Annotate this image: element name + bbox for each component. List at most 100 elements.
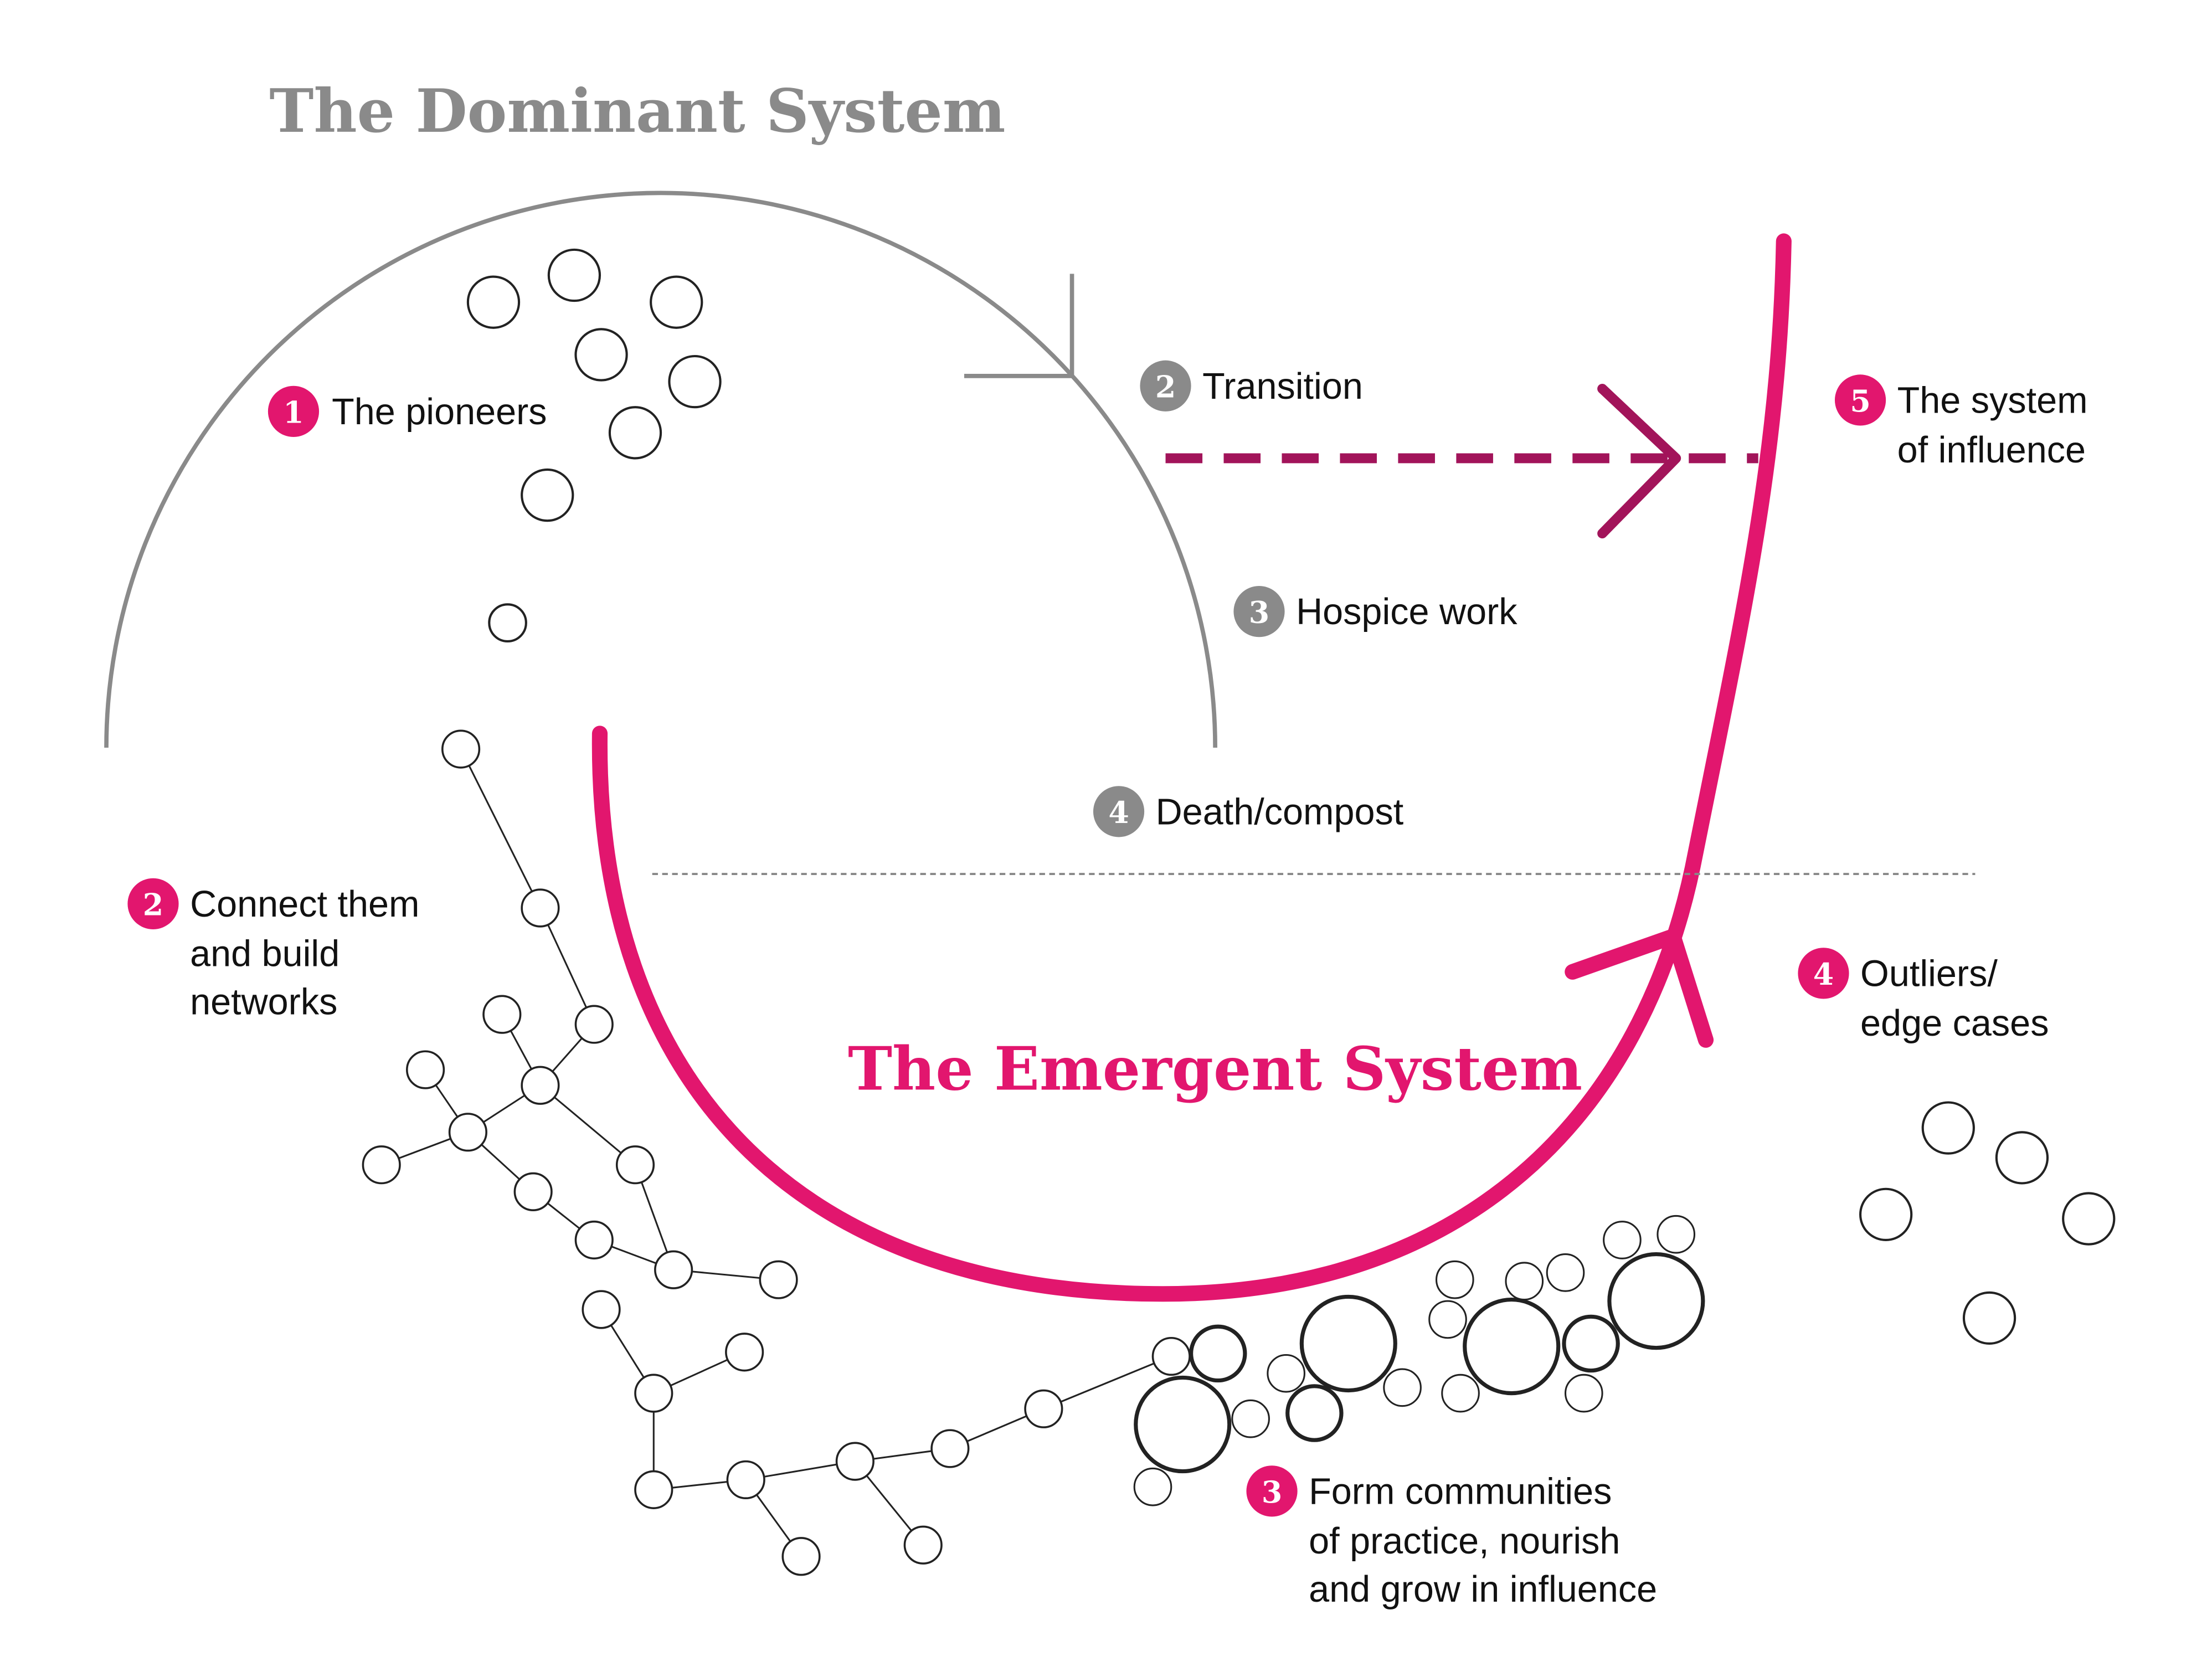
label-death: 4 Death/compost xyxy=(1093,786,1404,837)
network-node xyxy=(759,1260,798,1299)
community-node-large xyxy=(1607,1252,1705,1350)
label-outliers: 4 Outliers/ edge cases xyxy=(1798,948,2049,1044)
network-node xyxy=(634,1374,673,1413)
label-connect-line1: Connect them xyxy=(190,884,419,925)
network-node xyxy=(582,1290,621,1329)
label-communities: 3 Form communities of practice, nourish … xyxy=(1246,1465,1657,1610)
badge-influence xyxy=(1834,374,1886,426)
badge-transition xyxy=(1140,360,1191,411)
badge-pioneers xyxy=(268,385,320,438)
label-communities-line3: and grow in influence xyxy=(1309,1569,1657,1610)
community-node xyxy=(1133,1467,1172,1506)
community-node xyxy=(1441,1374,1480,1413)
emergent-arrowhead xyxy=(1565,928,1714,1048)
label-outliers-line2: edge cases xyxy=(1860,1003,2049,1044)
community-node xyxy=(1383,1368,1422,1407)
network-node xyxy=(1024,1389,1063,1428)
network-node xyxy=(930,1429,970,1468)
badge-hospice-number: 3 xyxy=(1249,595,1269,630)
network-node xyxy=(1151,1336,1191,1376)
label-communities-line2: of practice, nourish xyxy=(1309,1521,1620,1562)
label-connect-line2: and build xyxy=(190,934,339,975)
network-nodes xyxy=(362,729,1191,1576)
label-hospice-text: Hospice work xyxy=(1296,591,1517,632)
label-outliers-line1: Outliers/ xyxy=(1860,953,1998,994)
network-node xyxy=(482,995,522,1034)
network-node xyxy=(574,1220,614,1260)
label-transition: 2 Transition xyxy=(1140,360,1363,411)
community-small-nodes xyxy=(1133,1215,1696,1506)
community-node xyxy=(1505,1262,1544,1301)
badge-outliers xyxy=(1798,948,1849,999)
badge-connect xyxy=(127,878,179,929)
network-node xyxy=(441,729,481,769)
label-connect-line3: networks xyxy=(190,982,337,1023)
network-edges xyxy=(381,748,1172,1557)
community-node xyxy=(1231,1399,1270,1438)
pioneer-node xyxy=(608,406,662,460)
community-node-large xyxy=(1562,1314,1620,1373)
pioneer-nodes xyxy=(466,248,722,642)
community-node-large xyxy=(1189,1324,1247,1383)
outlier-nodes xyxy=(1859,1101,2116,1345)
pioneer-node xyxy=(466,275,521,329)
badge-hospice xyxy=(1233,586,1285,637)
network-node xyxy=(521,888,560,928)
community-node xyxy=(1428,1300,1467,1339)
community-node xyxy=(1603,1221,1642,1259)
label-influence: 5 The system of influence xyxy=(1834,374,2088,471)
dominant-system-arc xyxy=(104,191,1217,748)
badge-outliers-number: 4 xyxy=(1813,957,1834,992)
network-node xyxy=(726,1460,765,1500)
community-node-large xyxy=(1285,1384,1344,1442)
badge-communities-number: 3 xyxy=(1262,1475,1282,1510)
badge-death xyxy=(1093,786,1145,837)
label-pioneers-text: The pioneers xyxy=(332,392,547,433)
pioneer-node xyxy=(650,275,703,329)
community-node xyxy=(1546,1253,1585,1292)
network-node xyxy=(781,1537,821,1576)
label-connect: 2 Connect them and build networks xyxy=(127,878,419,1023)
network-node xyxy=(521,1066,560,1105)
pioneer-node xyxy=(488,603,527,642)
network-node xyxy=(654,1250,693,1289)
pioneer-node xyxy=(547,248,601,302)
label-influence-line2: of influence xyxy=(1897,430,2086,471)
community-node-large xyxy=(1134,1375,1232,1474)
badge-death-number: 4 xyxy=(1108,795,1129,830)
badge-connect-number: 2 xyxy=(143,887,163,922)
network-node xyxy=(513,1172,553,1211)
emergent-system-curve xyxy=(591,233,1792,1302)
pioneer-node xyxy=(668,354,722,409)
network-node xyxy=(634,1470,673,1509)
badge-transition-number: 2 xyxy=(1155,369,1176,404)
label-transition-text: Transition xyxy=(1202,366,1363,407)
community-node-large xyxy=(1299,1294,1397,1393)
network-node xyxy=(903,1525,943,1565)
outlier-node xyxy=(1921,1101,1975,1155)
network-node xyxy=(835,1442,874,1481)
community-node xyxy=(1657,1215,1696,1254)
badge-communities xyxy=(1246,1465,1298,1517)
network-node xyxy=(725,1333,764,1372)
community-bold-nodes xyxy=(1134,1252,1705,1474)
transition-arrowhead xyxy=(1597,383,1681,539)
label-death-text: Death/compost xyxy=(1156,791,1404,832)
network-node xyxy=(615,1145,655,1185)
network-node xyxy=(574,1005,614,1044)
outlier-node xyxy=(1859,1187,1913,1242)
outlier-node xyxy=(2062,1192,2116,1246)
outlier-node xyxy=(1962,1291,2016,1345)
emergent-system-title: The Emergent System xyxy=(848,1034,1582,1104)
community-node xyxy=(1436,1260,1474,1299)
network-node xyxy=(362,1145,401,1185)
badge-influence-number: 5 xyxy=(1850,384,1870,419)
label-communities-line1: Form communities xyxy=(1309,1471,1612,1512)
network-node xyxy=(406,1050,445,1089)
label-pioneers: 1 The pioneers xyxy=(268,385,547,438)
outlier-node xyxy=(1995,1131,2049,1185)
community-node xyxy=(1267,1354,1305,1393)
pioneer-node xyxy=(574,328,628,382)
community-node-large xyxy=(1463,1297,1561,1396)
